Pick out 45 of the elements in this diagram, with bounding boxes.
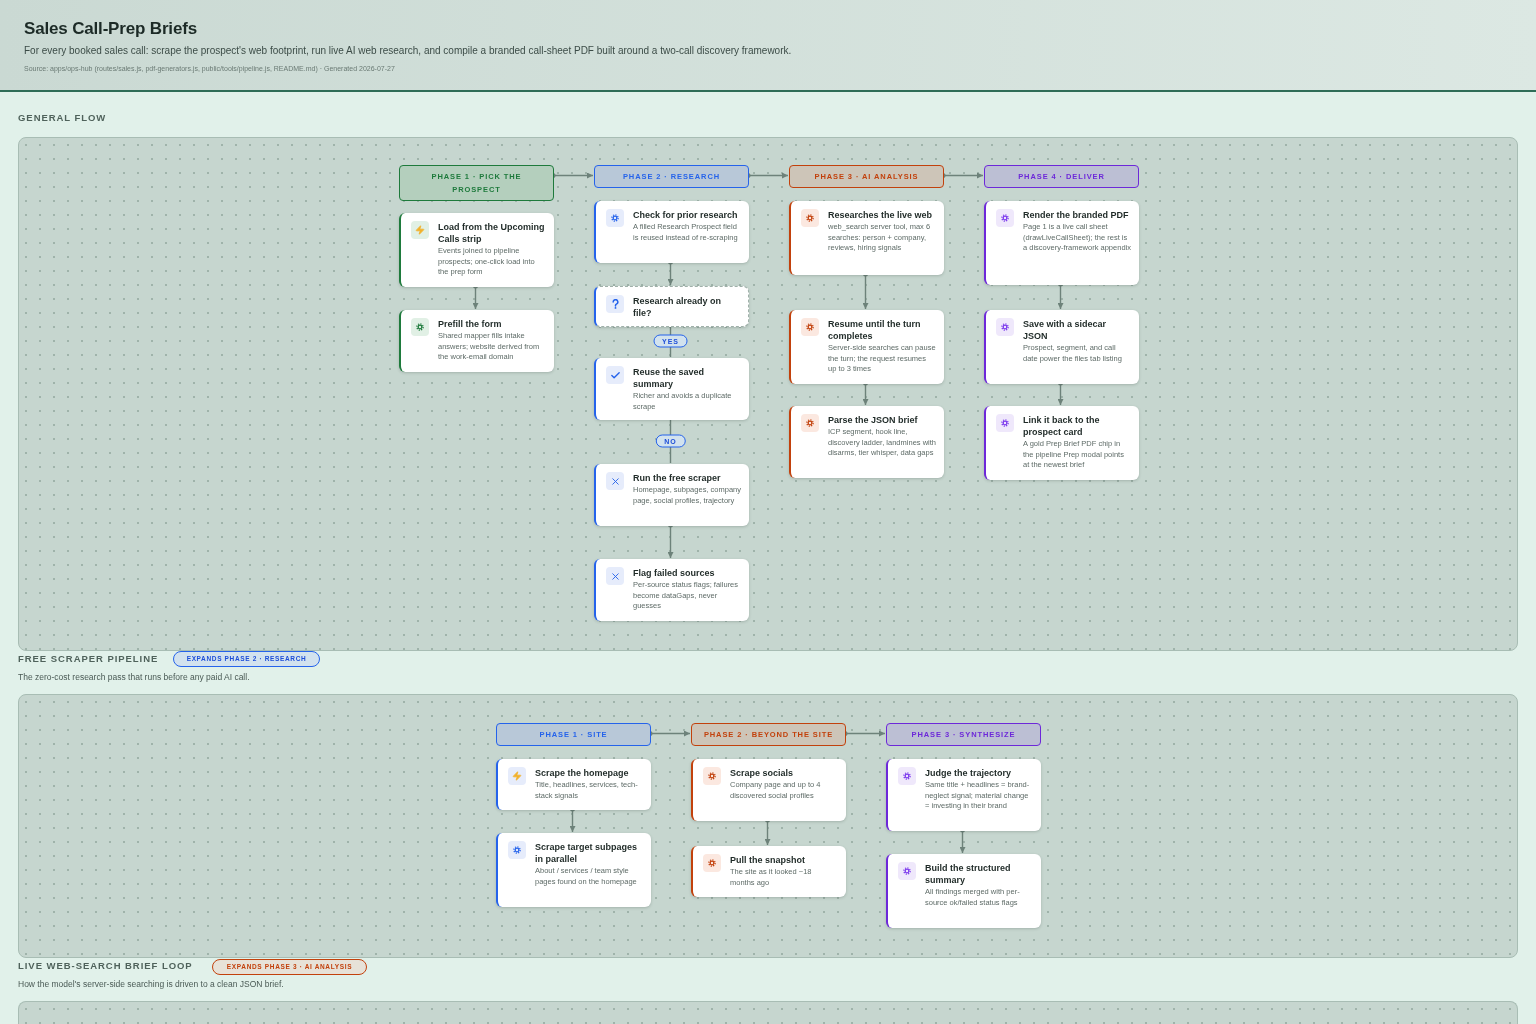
step-title: Resume until the turn completes: [828, 318, 922, 342]
step-title: Scrape socials: [730, 767, 795, 779]
step-card: [594, 201, 749, 263]
step-title: Save with a sidecar JSON: [1023, 318, 1108, 342]
step-title: Flag failed sources: [633, 567, 716, 579]
step-card: [399, 213, 554, 287]
section-heading: FREE SCRAPER PIPELINE: [18, 653, 159, 665]
step-title: Pull the snapshot: [730, 854, 806, 866]
step-card: [886, 759, 1041, 831]
step-card: [594, 464, 749, 526]
step-title: Check for prior research: [633, 209, 739, 221]
step-card: [789, 201, 944, 275]
step-card: [691, 846, 846, 897]
step-card: [789, 310, 944, 384]
step-title: Prefill the form: [438, 318, 503, 330]
page-subtitle: For every booked sales call: scrape the prospect's web footprint, run live AI web research, and compile a branded call-sheet PDF built around a two-call discovery framework.: [24, 44, 792, 57]
step-card: [496, 759, 651, 810]
step-card: [886, 854, 1041, 928]
step-title: Build the structured summary: [925, 862, 1012, 886]
step-card: [594, 559, 749, 621]
step-card: [691, 759, 846, 821]
step-title: Load from the Upcoming Calls strip: [438, 221, 546, 245]
step-card: [496, 833, 651, 907]
step-title: Run the free scraper: [633, 472, 722, 484]
step-card: [789, 406, 944, 478]
step-title: Scrape the homepage: [535, 767, 630, 779]
step-card: [594, 358, 749, 420]
decision-card: [594, 286, 749, 327]
section-heading: LIVE WEB-SEARCH BRIEF LOOP: [18, 960, 193, 972]
step-title: Reuse the saved summary: [633, 366, 706, 390]
section-description: The zero-cost research pass that runs before any paid AI call.: [18, 672, 250, 683]
step-card: [984, 310, 1139, 384]
page-title: Sales Call-Prep Briefs: [24, 18, 197, 40]
step-title: Render the branded PDF: [1023, 209, 1130, 221]
step-title: Link it back to the prospect card: [1023, 414, 1101, 438]
step-title: Parse the JSON brief: [828, 414, 919, 426]
step-title: Scrape target subpages in parallel: [535, 841, 639, 865]
section-heading: GENERAL FLOW: [18, 112, 107, 124]
section-description: How the model's server-side searching is driven to a clean JSON brief.: [18, 979, 284, 990]
step-card: [984, 406, 1139, 480]
step-title: Researches the live web: [828, 209, 934, 221]
step-card: [399, 310, 554, 372]
step-title: Judge the trajectory: [925, 767, 1013, 779]
step-card: [984, 201, 1139, 285]
step-title: Research already on file?: [633, 295, 723, 319]
